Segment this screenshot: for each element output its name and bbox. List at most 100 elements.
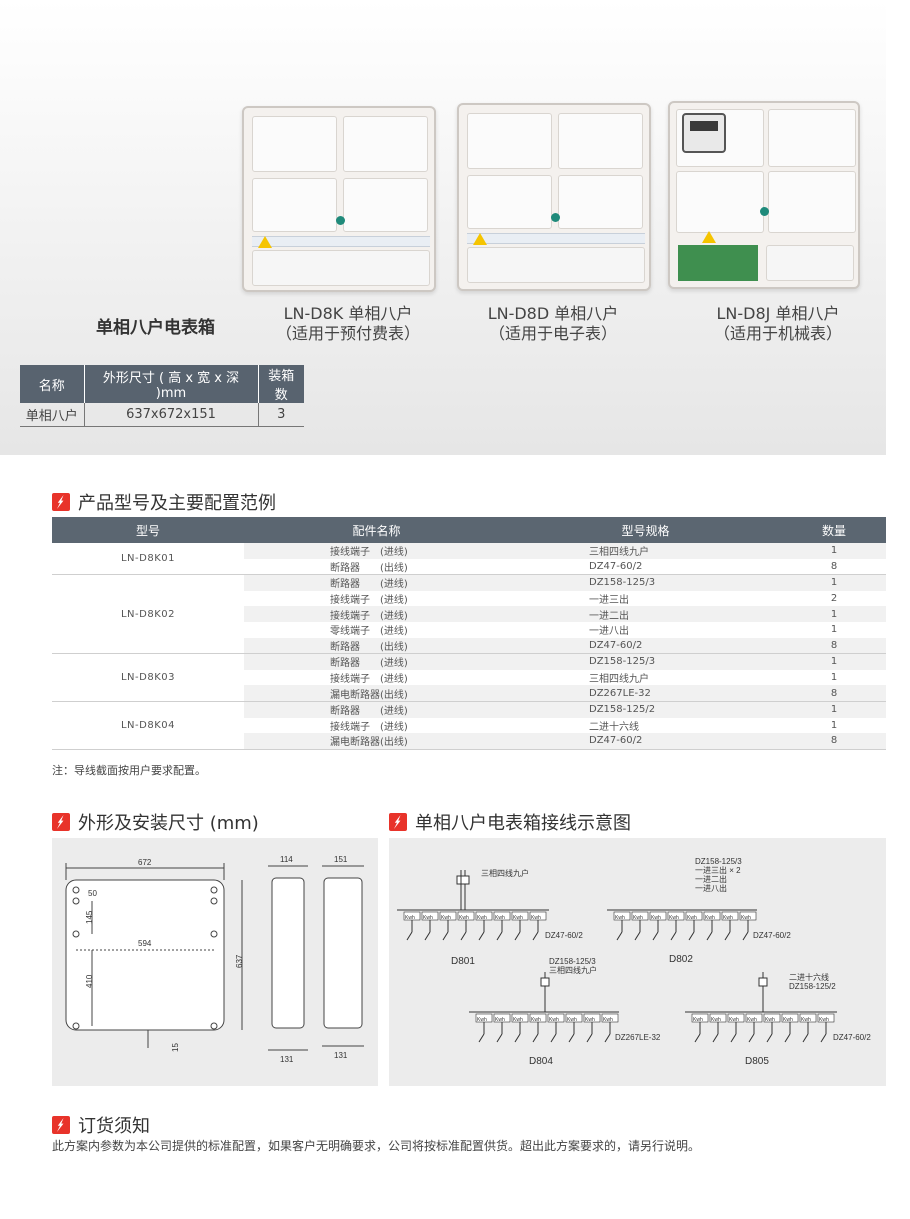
header-spec: 型号规格	[621, 523, 670, 538]
section-title: 产品型号及主要配置范例	[78, 493, 276, 514]
switch-symbol	[586, 1033, 593, 1043]
switch-symbol	[478, 931, 485, 941]
config-part-name: 断路器 (进线)	[330, 658, 408, 670]
config-part-name: 接线端子 (进线)	[330, 547, 408, 559]
order-note: 此方案内参数为本公司提供的标准配置，如果客户无明确要求，公司将按标准配置供货。超…	[52, 1139, 701, 1153]
switch-symbol	[802, 1033, 809, 1043]
config-spec: DZ158-125/3	[589, 577, 656, 589]
switch-symbol	[460, 931, 467, 941]
config-qty: 1	[830, 672, 838, 684]
kwh-label: Kwh	[747, 1017, 757, 1023]
config-model: LN-D8K02	[120, 608, 175, 620]
config-qty: 2	[830, 593, 838, 605]
config-qty: 1	[830, 704, 838, 716]
config-model: LN-D8K03	[120, 672, 175, 684]
kwh-label: Kwh	[633, 915, 643, 921]
wiring-note: DZ158-125/3	[695, 857, 742, 866]
product-caption-d8j: LN-D8J 单相八户 （适用于机械表）	[688, 304, 868, 344]
product-usage: （适用于机械表）	[713, 324, 842, 343]
breaker-model: DZ47-60/2	[833, 1033, 871, 1042]
kwh-label: Kwh	[651, 915, 661, 921]
dimension-drawing: 672 50 145 594 410 637 15 114 151 131 13…	[52, 838, 378, 1086]
wiring-note: 一进八出	[695, 883, 727, 893]
wiring-note: DZ158-125/2	[789, 982, 836, 991]
config-part-name: 零线端子 (进线)	[330, 626, 408, 638]
config-note: 注：导线截面按用户要求配置。	[52, 764, 206, 777]
switch-symbol	[748, 1033, 755, 1043]
switch-symbol	[688, 931, 695, 941]
size-header-pack: 装箱数	[258, 365, 304, 403]
kwh-label: Kwh	[495, 915, 505, 921]
config-spec: 一进八出	[589, 626, 629, 638]
product-model: LN-D8K 单相八户	[283, 304, 413, 323]
config-part-name: 断路器 (出线)	[330, 641, 408, 653]
kwh-label: Kwh	[567, 1017, 577, 1023]
series-title: 单相八户电表箱	[96, 318, 215, 338]
dim-131b-label: 131	[334, 1051, 348, 1060]
config-part-name: 断路器 (进线)	[330, 706, 408, 718]
kwh-label: Kwh	[405, 915, 415, 921]
config-spec: 三相四线九户	[589, 547, 649, 559]
switch-symbol	[820, 1033, 827, 1043]
kwh-label: Kwh	[801, 1017, 811, 1023]
kwh-label: Kwh	[513, 915, 523, 921]
product-image-d8j	[668, 101, 860, 289]
wiring-note: 三相四线九户	[481, 868, 529, 878]
kwh-label: Kwh	[513, 1017, 523, 1023]
product-image-d8k	[242, 106, 436, 292]
wiring-note: 三相四线九户	[549, 965, 597, 975]
header-model: 型号	[135, 523, 160, 538]
kwh-label: Kwh	[531, 1017, 541, 1023]
switch-symbol	[406, 931, 413, 941]
config-part-name: 漏电断路器(出线)	[330, 689, 408, 701]
lightning-icon	[52, 1116, 70, 1134]
switch-symbol	[442, 931, 449, 941]
header-qty: 数量	[821, 523, 846, 538]
switch-symbol	[514, 1033, 521, 1043]
config-row: 零线端子 (进线) 一进八出 1	[244, 622, 886, 638]
config-spec: DZ158-125/2	[589, 704, 656, 716]
breaker-symbol	[540, 977, 550, 987]
switch-symbol	[496, 931, 503, 941]
config-qty: 8	[830, 735, 838, 747]
config-qty: 1	[830, 719, 838, 731]
config-spec: DZ47-60/2	[589, 735, 643, 747]
config-part-name: 断路器 (进线)	[330, 579, 408, 591]
config-model: LN-D8K01	[120, 553, 175, 565]
dim-50-label: 50	[88, 889, 97, 898]
size-cell-name: 单相八户	[20, 403, 85, 427]
config-spec: DZ47-60/2	[589, 639, 643, 651]
config-table-header: 型号 配件名称 型号规格 数量	[52, 517, 886, 543]
config-group: LN-D8K02 断路器 (进线) DZ158-125/3 1 接线端子 (进线)一进三…	[52, 575, 886, 655]
switch-symbol	[478, 1033, 485, 1043]
config-qty: 1	[830, 624, 838, 636]
breaker-model: DZ47-60/2	[753, 931, 791, 940]
wiring-note: 一进三出 × 2	[695, 865, 741, 875]
config-spec: DZ158-125/3	[589, 656, 656, 668]
size-cell-dimension: 637x672x151	[84, 403, 259, 427]
breaker-model: DZ267LE-32	[615, 1033, 661, 1042]
kwh-label: Kwh	[423, 915, 433, 921]
header-part: 配件名称	[352, 523, 401, 538]
kwh-label: Kwh	[693, 1017, 703, 1023]
dim-depth-box-label: 151	[334, 855, 348, 864]
switch-symbol	[712, 1033, 719, 1043]
kwh-label: Kwh	[729, 1017, 739, 1023]
hero-section: 单相八户电表箱 LN-D8K 单相八户 （适用于预付费表） LN-D8D 单相八…	[0, 0, 886, 455]
switch-symbol	[742, 931, 749, 941]
dim-145-label: 145	[85, 910, 94, 924]
config-spec: 三相四线九户	[589, 674, 649, 686]
breaker-symbol	[460, 875, 470, 885]
switch-symbol	[652, 931, 659, 941]
size-header-name: 名称	[20, 365, 85, 403]
wiring-note: DZ158-125/3	[549, 957, 596, 966]
diagram-id: D805	[745, 1056, 769, 1067]
kwh-label: Kwh	[711, 1017, 721, 1023]
product-usage: （适用于预付费表）	[275, 324, 420, 343]
dimension-section-heading: 外形及安装尺寸 (mm)	[52, 809, 259, 835]
